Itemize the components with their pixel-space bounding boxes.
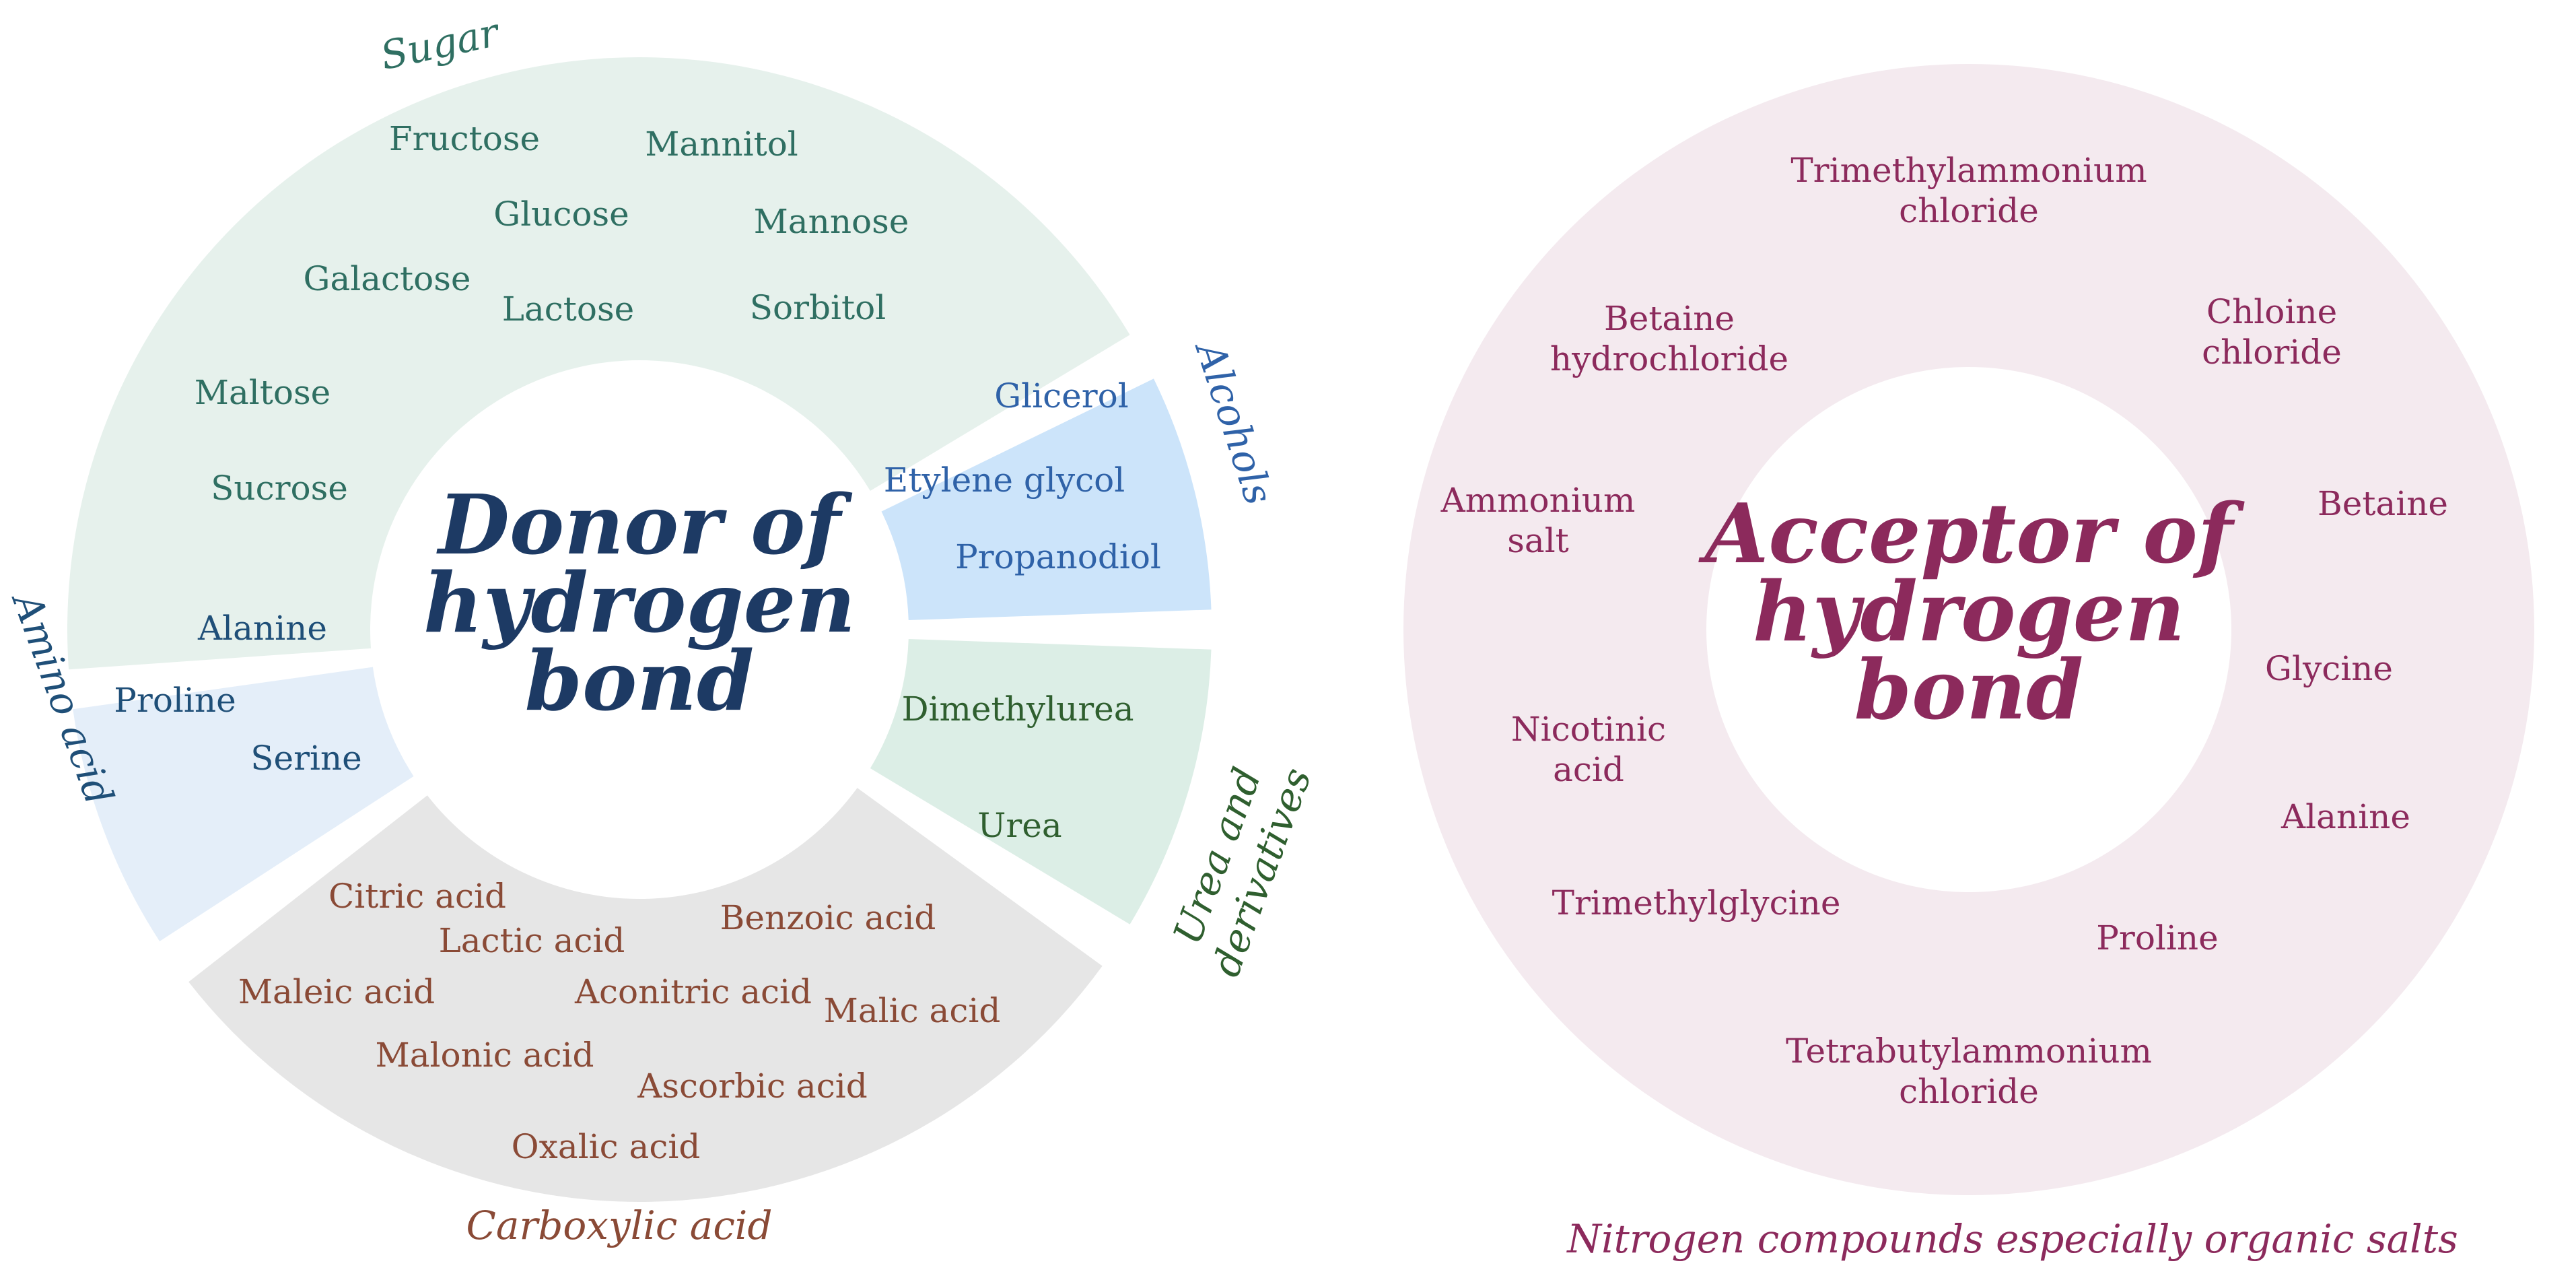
acceptor-item: Betaine — [2318, 484, 2448, 523]
urea-segment — [870, 638, 1212, 924]
acceptor-ring-segment — [1403, 64, 2534, 1195]
carboxylic-item: Benzoic acid — [720, 898, 936, 937]
donor-wheel: Donor of hydrogen bond Sugar Fructose Ma… — [3, 9, 1321, 1248]
acceptor-item: chloride — [1899, 1072, 2039, 1111]
carboxylic-item: Citric acid — [328, 877, 506, 916]
carboxylic-item: Ascorbic acid — [637, 1067, 867, 1106]
carboxylic-item: Aconitric acid — [574, 972, 812, 1011]
acceptor-item: chloride — [2202, 333, 2342, 372]
sugar-label: Sugar — [376, 9, 504, 79]
alcohols-segment — [881, 378, 1212, 621]
sugar-item: Maltose — [195, 373, 330, 412]
amino-acid-segment — [73, 667, 414, 941]
donor-center-title: Donor of hydrogen bond — [423, 476, 856, 729]
acceptor-item: salt — [1507, 521, 1569, 560]
donor-title-line3: bond — [525, 632, 755, 729]
sugar-group: Sugar Fructose Mannitol Glucose Mannose … — [195, 9, 909, 508]
urea-item: Urea — [977, 806, 1061, 845]
acceptor-title-line3: bond — [1854, 641, 2084, 738]
acceptor-item: Trimethylammonium — [1790, 151, 2147, 190]
amino-acid-item: Serine — [250, 739, 362, 778]
acceptor-title-line1: Acceptor of — [1698, 485, 2245, 582]
alcohols-item: Propanodiol — [955, 537, 1161, 576]
acceptor-item: acid — [1553, 750, 1624, 789]
sugar-item: Mannose — [754, 202, 909, 241]
carboxylic-item: Maleic acid — [238, 972, 435, 1011]
acceptor-center-title: Acceptor of hydrogen bond — [1698, 485, 2245, 738]
acceptor-item: Betaine — [1604, 299, 1735, 338]
acceptor-item: Glycine — [2265, 649, 2393, 688]
sugar-item: Mannitol — [645, 125, 798, 164]
acceptor-item: Alanine — [2281, 797, 2410, 836]
amino-acid-item: Proline — [114, 681, 236, 720]
acceptor-caption: Nitrogen compounds especially organic sa… — [1566, 1216, 2458, 1262]
acceptor-item: chloride — [1899, 191, 2039, 230]
acceptor-item: Tetrabutylammonium — [1786, 1032, 2152, 1071]
alcohols-label: Alcohols — [1186, 333, 1282, 510]
acceptor-ring: Acceptor of hydrogen bond Trimethylammon… — [1403, 64, 2534, 1262]
carboxylic-acid-segment — [188, 788, 1103, 1202]
sugar-item: Galactose — [304, 259, 471, 298]
carboxylic-item: Oxalic acid — [512, 1127, 701, 1166]
carboxylic-item: Malonic acid — [376, 1036, 594, 1075]
sugar-item: Sucrose — [211, 469, 348, 508]
acceptor-item: Ammonium — [1440, 481, 1636, 520]
sugar-item: Lactose — [502, 290, 634, 329]
acceptor-item: hydrochloride — [1550, 339, 1788, 378]
acceptor-item: Trimethylglycine — [1552, 883, 1841, 922]
acceptor-item: Nicotinic — [1511, 710, 1666, 749]
carboxylic-item: Malic acid — [824, 991, 1001, 1030]
amino-acid-item: Alanine — [197, 609, 327, 648]
carboxylic-item: Lactic acid — [439, 921, 625, 960]
acceptor-item: Chloine — [2206, 292, 2337, 331]
sugar-item: Glucose — [493, 195, 629, 234]
carboxylic-acid-group: Carboxylic acid Citric acid Lactic acid … — [238, 877, 1001, 1248]
sugar-item: Sorbitol — [750, 288, 886, 327]
alcohols-item: Etylene glycol — [884, 461, 1125, 500]
alcohols-item: Glicerol — [994, 376, 1129, 415]
sugar-item: Fructose — [389, 119, 540, 158]
urea-item: Dimethylurea — [901, 690, 1134, 729]
carboxylic-acid-label: Carboxylic acid — [466, 1203, 773, 1248]
sugar-segment — [67, 57, 1130, 670]
donor-title-line2: hydrogen — [423, 554, 856, 651]
donor-title-line1: Donor of — [436, 476, 852, 573]
acceptor-title-line2: hydrogen — [1753, 563, 2185, 660]
acceptor-item: Proline — [2096, 918, 2218, 957]
